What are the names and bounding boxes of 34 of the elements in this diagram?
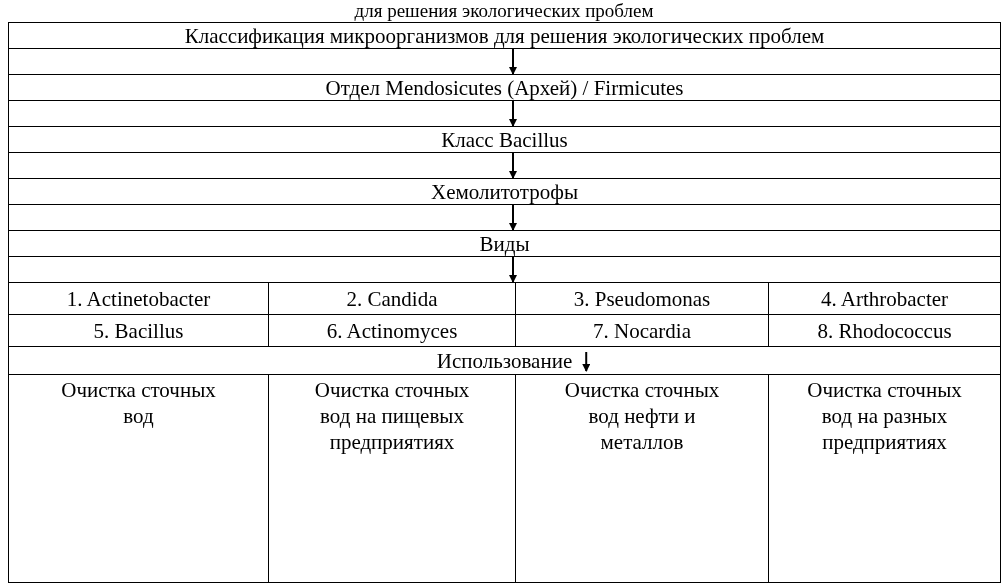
table-cell: [768, 282, 1001, 315]
arrow: [509, 152, 517, 179]
table-cell: [8, 126, 1001, 153]
cell-text: 3. Pseudomonas: [573, 285, 711, 312]
arrow: [509, 100, 517, 127]
table-cell: [768, 374, 1001, 583]
cell-text: Очистка сточных вод на пищевых предприятиях: [313, 377, 471, 455]
cell-text: 6. Actinomyces: [326, 317, 458, 344]
cell-text: 2. Candida: [346, 285, 438, 312]
table-cell: [8, 178, 1001, 205]
cell-text: 7. Nocardia: [593, 317, 691, 344]
arrow: [509, 256, 517, 283]
table-cell: [8, 282, 269, 315]
cell-text: 5. Bacillus: [93, 317, 184, 344]
cell-text: Использование: [436, 347, 573, 374]
arrow: [509, 204, 517, 231]
cell-text: Виды: [479, 230, 530, 257]
table-cell: [8, 374, 269, 583]
table-cell: [8, 230, 1001, 257]
cell-text: Очистка сточных вод: [60, 377, 217, 429]
cell-text: 1. Actinetobacter: [66, 285, 211, 312]
cell-text: Отдел Mendosicutes (Архей) / Firmicutes: [325, 74, 684, 101]
cell-text: 4. Arthrobacter: [820, 285, 949, 312]
cell-text: 8. Rhodococcus: [817, 317, 952, 344]
table-heading: для решения экологических проблем: [353, 0, 655, 22]
cell-text: Очистка сточных вод нефти и металлов: [563, 377, 721, 455]
table-cell: [8, 22, 1001, 49]
cell-text: Классификация микроорганизмов для решения экологических проблем: [184, 22, 825, 49]
table-cell: [8, 346, 1001, 375]
cell-text: Класс Bacillus: [441, 126, 568, 153]
cell-text: Очистка сточных вод на разных предприятиях: [806, 377, 963, 455]
table-cell: [8, 74, 1001, 101]
cell-text: Хемолитотрофы: [431, 178, 578, 205]
arrow: [509, 48, 517, 75]
